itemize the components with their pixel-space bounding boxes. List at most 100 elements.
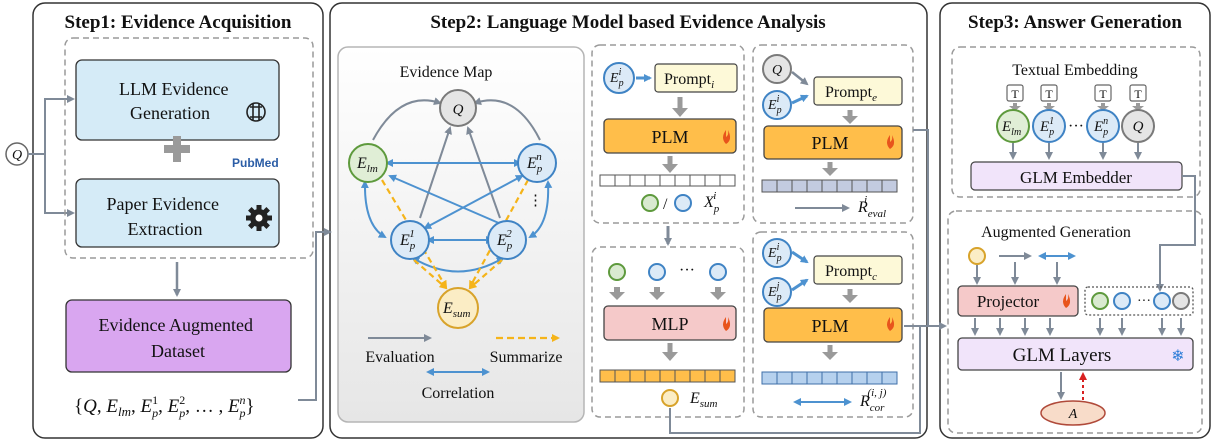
- fire-icon-mlp: [723, 317, 731, 331]
- gear-icon: [246, 205, 272, 231]
- elm-node-s3: [996, 109, 1030, 143]
- green-class-dot: [641, 194, 659, 212]
- legend-correlation: Correlation: [422, 385, 495, 402]
- evidence-tokens-dotted: [1084, 286, 1194, 316]
- prompt-i-label: Prompti: [664, 71, 714, 91]
- fire-icon-projector: [1063, 294, 1071, 308]
- ep1-node: [390, 220, 430, 260]
- step2-title: Step2: Language Model based Evidence Ana…: [430, 12, 825, 33]
- fire-icon-1: [723, 130, 731, 144]
- prompt-c-label: Promptc: [825, 263, 877, 283]
- q-eval-label: Q: [772, 63, 782, 78]
- r-cor-label: Rcor(i, j): [859, 387, 887, 414]
- plm-label-eval: PLM: [811, 133, 848, 153]
- epi-to-prompt-c-arrow: [791, 250, 809, 264]
- ep2-node-label: Ep2: [496, 228, 513, 252]
- esum-to-step3-line: [669, 326, 921, 434]
- pubmed-logo: PubMed: [232, 156, 279, 170]
- esum-node: [437, 287, 479, 329]
- correlation-edges: [360, 159, 553, 273]
- s3-dots: ···: [1068, 118, 1084, 135]
- projector-box: [957, 285, 1079, 317]
- epi-cor-label: Epi: [767, 242, 782, 264]
- paper-evidence-label: Paper Evidence Extraction: [107, 194, 224, 239]
- epn-s3-label: Epn: [1093, 116, 1108, 138]
- blue-class-dot: [674, 194, 692, 212]
- q-node: [439, 89, 477, 127]
- epn-node-label: Epn: [526, 151, 543, 175]
- down-arrow-eval-1: [842, 116, 858, 124]
- answer-node: [1040, 400, 1106, 426]
- prompt-e-box: [813, 76, 903, 106]
- prompt-e-label: Prompte: [825, 84, 877, 104]
- esum-node-s3: [968, 247, 986, 265]
- cor-vector: [761, 371, 898, 385]
- q-to-prompt-e-arrow: [791, 71, 809, 86]
- token-labels: T T T T: [1011, 87, 1142, 101]
- s3-gray-dot: [1172, 292, 1190, 310]
- mlp-box: [603, 305, 737, 341]
- llm-evidence-label: LLM Evidence Generation: [119, 79, 233, 123]
- elm-node-label: Elm: [356, 155, 378, 175]
- legend-summarize: Summarize: [490, 349, 563, 366]
- epj-cor-label: Epj: [767, 281, 782, 303]
- paper-evidence-box: [75, 178, 280, 248]
- plm-box-eval: [763, 125, 903, 160]
- snowflake-icon: ❄: [1171, 346, 1184, 365]
- embedder-to-dots-arrow: [1156, 175, 1196, 292]
- mlp-label: MLP: [651, 314, 688, 334]
- augmented-generation-dashed: [947, 210, 1203, 434]
- slash: /: [663, 196, 668, 213]
- elm-s3-label: Elm: [1001, 119, 1021, 138]
- step3-title: Step3: Answer Generation: [968, 12, 1182, 33]
- prompt-i-box: [654, 63, 738, 93]
- evidence-set-label: {Q, Elm, Ep1, Ep2, … , Epn}: [74, 393, 255, 420]
- mlp-input-dots: [608, 263, 727, 281]
- esum-out-dot: [661, 389, 679, 407]
- s3-blue-dot-2: [1153, 292, 1171, 310]
- epi-node-eval: [762, 90, 792, 120]
- openai-icon: [246, 102, 266, 122]
- q-node-label: Q: [453, 102, 464, 118]
- plus-icon: [164, 136, 190, 162]
- down-arrow-eval-2: [822, 168, 838, 176]
- esum-out-label: Esum: [689, 390, 718, 410]
- legend-evaluation: Evaluation: [365, 349, 434, 366]
- glm-layers-box: [957, 337, 1194, 371]
- fire-icon-eval: [887, 135, 895, 149]
- down-arrow-cor-1: [842, 295, 858, 303]
- epi-eval-label: Epi: [767, 94, 782, 116]
- r-eval-label: Revali: [857, 194, 886, 220]
- epj-node-cor: [762, 277, 792, 307]
- q-input-label: Q: [12, 148, 22, 163]
- middle-bottom-dashed: [591, 246, 745, 418]
- plm-box-1: [603, 118, 737, 154]
- acquisition-dashed-box: [64, 37, 314, 259]
- ep2-node: [487, 220, 527, 260]
- answer-label: A: [1068, 407, 1078, 422]
- dataset-to-step2-arrow: [298, 228, 332, 401]
- fire-icon-cor: [887, 317, 895, 331]
- ep1-node-label: Ep1: [399, 228, 416, 252]
- textual-embedding-title: Textual Embedding: [1012, 62, 1138, 79]
- s3-dots-2: ···: [1137, 294, 1151, 309]
- mlp-down-arrows: [609, 287, 726, 300]
- plm-label-cor: PLM: [811, 316, 848, 336]
- projector-label: Projector: [977, 292, 1040, 311]
- glm-layers-label: GLM Layers: [1013, 345, 1112, 366]
- svg-text:T: T: [1134, 87, 1142, 101]
- plm-label-1: PLM: [651, 127, 688, 147]
- epi-node-mid: [603, 62, 635, 94]
- s3-blue-dot-1: [1113, 292, 1131, 310]
- glm-embedder-label: GLM Embedder: [1020, 168, 1132, 187]
- step1-title: Step1: Evidence Acquisition: [65, 12, 292, 33]
- epn-node-s3: [1086, 109, 1120, 143]
- evidence-map-panel: [337, 46, 585, 423]
- q-node-s3: [1121, 109, 1155, 143]
- right-bottom-dashed: [752, 231, 914, 418]
- q-node-eval: [762, 54, 792, 84]
- eval-vector: [761, 179, 898, 193]
- q-to-paper-arrow: [44, 154, 75, 217]
- layers-input-arrows: [971, 318, 1185, 336]
